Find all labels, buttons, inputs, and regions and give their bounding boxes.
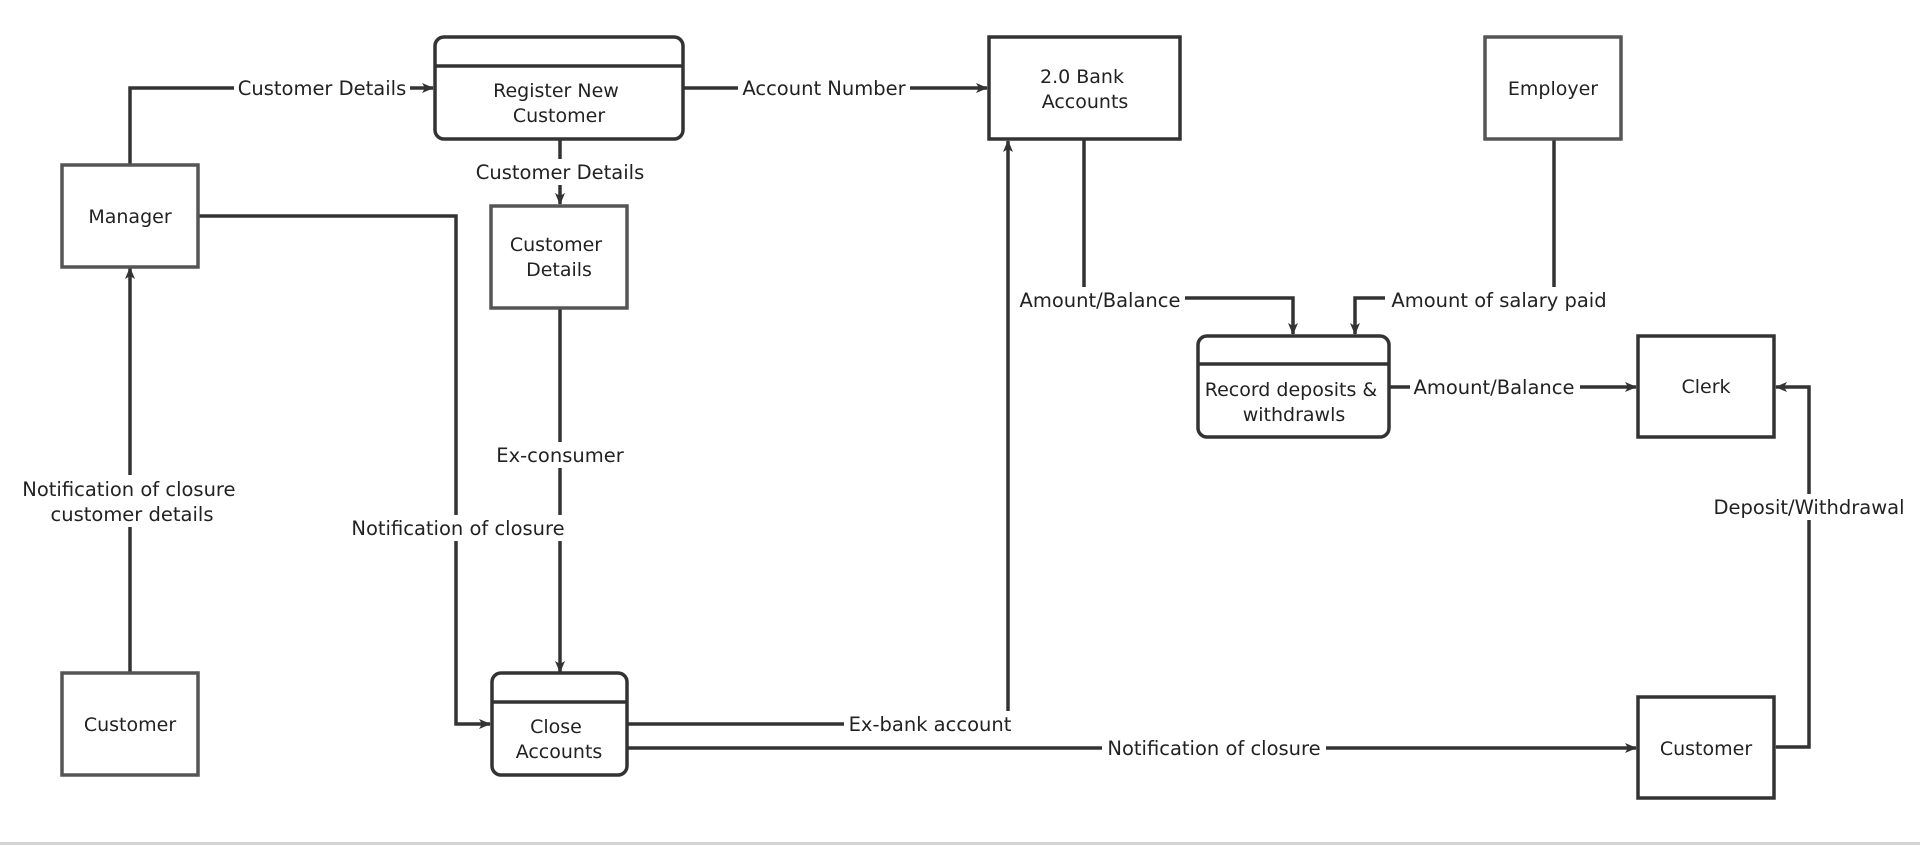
record-deposits-process[interactable]: Record deposits & withdrawls xyxy=(1196,334,1391,439)
svg-text:Notification of closure: Notification of closure xyxy=(1107,737,1320,760)
label-manager-to-close: Notification of closure xyxy=(346,515,570,541)
label-customer-to-manager: Notification of closure customer details xyxy=(18,475,244,527)
svg-text:Amount/Balance: Amount/Balance xyxy=(1020,289,1181,312)
svg-text:Ex-consumer: Ex-consumer xyxy=(496,444,624,467)
customer-left-label: Customer xyxy=(84,714,176,736)
label-record-to-clerk: Amount/Balance xyxy=(1410,374,1580,400)
customer-details-store-label: Customer Details xyxy=(510,234,608,281)
svg-text:Amount of salary paid: Amount of salary paid xyxy=(1391,289,1606,312)
svg-text:Amount/Balance: Amount/Balance xyxy=(1414,376,1575,399)
label-manager-to-register: Customer Details xyxy=(234,75,410,101)
close-accounts-process[interactable]: Close Accounts xyxy=(490,671,629,777)
manager-label: Manager xyxy=(88,206,171,228)
label-register-to-bank: Account Number xyxy=(738,75,910,101)
label-customer-clerk: Deposit/Withdrawal xyxy=(1708,494,1910,520)
clerk-entity[interactable]: Clerk xyxy=(1636,334,1776,439)
close-accounts-label: Close Accounts xyxy=(516,716,603,763)
svg-text:Customer Details: Customer Details xyxy=(476,161,645,184)
clerk-label: Clerk xyxy=(1681,376,1730,398)
bank-accounts-store[interactable]: 2.0 Bank Accounts xyxy=(987,35,1182,141)
customer-right-label: Customer xyxy=(1660,738,1752,760)
register-new-customer-process[interactable]: Register New Customer xyxy=(433,35,685,141)
customer-details-store[interactable]: Customer Details xyxy=(489,204,629,310)
customer-entity-right[interactable]: Customer xyxy=(1636,695,1776,800)
svg-text:Deposit/Withdrawal: Deposit/Withdrawal xyxy=(1713,496,1904,519)
flow-bank-accounts-to-record[interactable] xyxy=(1082,140,1298,335)
record-deposits-label: Record deposits & withdrawls xyxy=(1205,379,1384,426)
svg-text:Notification of closure: Notification of closure customer details xyxy=(22,478,241,526)
bank-accounts-label: 2.0 Bank Accounts xyxy=(1040,66,1130,113)
label-bank-to-record: Amount/Balance xyxy=(1015,287,1185,313)
label-employer-to-record: Amount of salary paid xyxy=(1385,287,1613,313)
flow-manager-to-close-accounts[interactable] xyxy=(199,214,491,729)
manager-entity[interactable]: Manager xyxy=(60,163,200,269)
customer-entity-left[interactable]: Customer xyxy=(60,671,200,777)
svg-text:Ex-bank account: Ex-bank account xyxy=(849,713,1012,736)
label-close-to-customer: Notification of closure xyxy=(1102,735,1326,761)
employer-label: Employer xyxy=(1508,78,1598,100)
label-store-to-close: Ex-consumer xyxy=(492,442,628,468)
flow-customer-clerk[interactable] xyxy=(1765,382,1811,752)
register-new-customer-label: Register New Customer xyxy=(493,80,625,127)
label-close-to-bank: Ex-bank account xyxy=(844,711,1016,737)
label-register-to-store: Customer Details xyxy=(470,159,650,185)
employer-entity[interactable]: Employer xyxy=(1483,35,1623,141)
flow-close-accounts-to-bank-accounts[interactable] xyxy=(628,140,1013,726)
svg-text:Notification of closure: Notification of closure xyxy=(351,517,564,540)
canvas-bottom-border xyxy=(0,842,1920,845)
svg-text:Customer Details: Customer Details xyxy=(238,77,407,100)
svg-text:Account Number: Account Number xyxy=(742,77,906,100)
